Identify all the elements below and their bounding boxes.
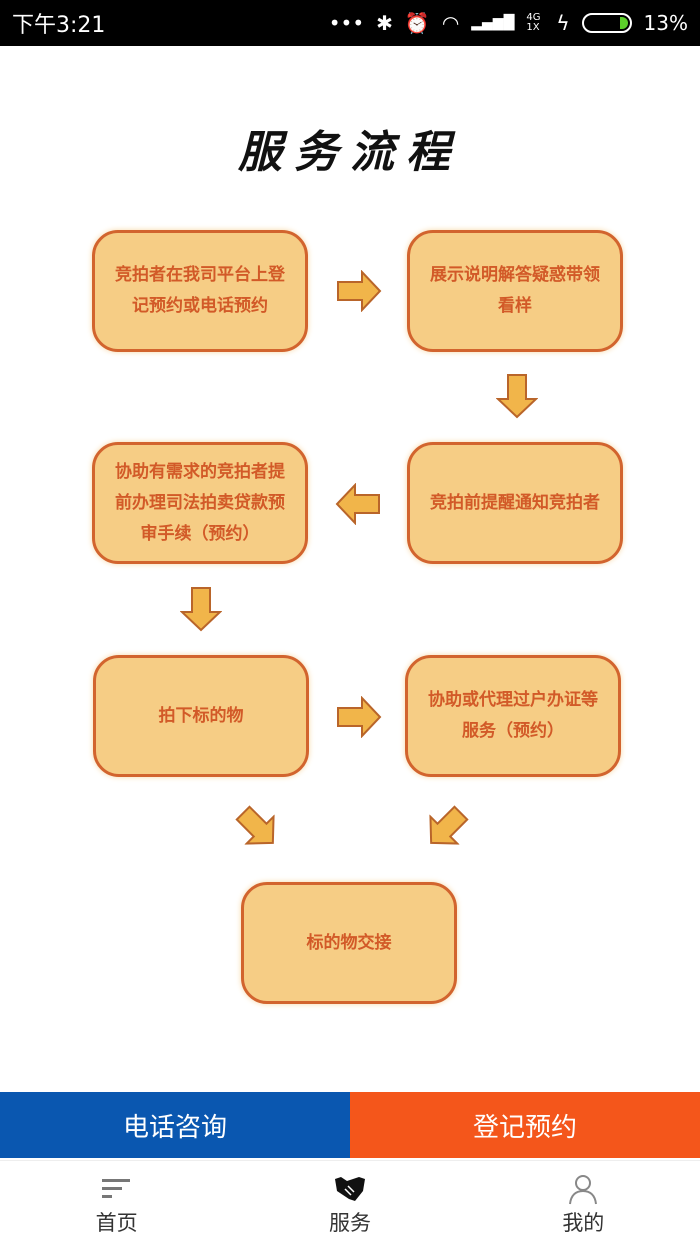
status-time: 下午3:21 bbox=[12, 13, 106, 38]
step-7: 标的物交接 bbox=[241, 882, 457, 1004]
step-5: 拍下标的物 bbox=[93, 655, 309, 777]
nav-home[interactable]: 首页 bbox=[0, 1161, 233, 1244]
arrow-down-right-icon bbox=[235, 805, 275, 845]
battery-icon bbox=[581, 13, 632, 33]
network-type: 4G 1X bbox=[526, 12, 541, 33]
arrow-down-left-icon bbox=[429, 805, 469, 845]
nav-mine[interactable]: 我的 bbox=[467, 1161, 700, 1244]
battery-level: 13% bbox=[643, 11, 688, 35]
arrow-left-icon bbox=[335, 483, 380, 525]
step-2: 展示说明解答疑惑带领看样 bbox=[407, 230, 623, 352]
arrow-right-icon bbox=[337, 270, 382, 312]
alarm-icon: ⏰ bbox=[404, 11, 430, 35]
menu-icon bbox=[101, 1179, 130, 1198]
signal-icon: ▂▄▆█ bbox=[471, 15, 515, 31]
bluetooth-icon: ✱ bbox=[376, 11, 393, 35]
charging-icon: ϟ bbox=[556, 11, 570, 35]
step-3: 竞拍前提醒通知竞拍者 bbox=[407, 442, 623, 564]
status-bar: 下午3:21 ••• ✱ ⏰ ◠ ▂▄▆█ 4G 1X ϟ 13% bbox=[0, 0, 700, 46]
arrow-right-icon bbox=[337, 696, 382, 738]
arrow-down-icon bbox=[496, 374, 538, 419]
nav-home-label: 首页 bbox=[95, 1211, 138, 1235]
more-icon: ••• bbox=[328, 11, 365, 35]
nav-service[interactable]: 服务 bbox=[233, 1161, 466, 1244]
step-1: 竞拍者在我司平台上登记预约或电话预约 bbox=[92, 230, 308, 352]
handshake-icon bbox=[334, 1177, 365, 1201]
page-title: 服务流程 bbox=[238, 127, 462, 178]
step-4: 协助有需求的竞拍者提前办理司法拍卖贷款预审手续（预约） bbox=[92, 442, 308, 564]
nav-mine-label: 我的 bbox=[562, 1211, 605, 1235]
phone-consult-button[interactable]: 电话咨询 bbox=[0, 1092, 350, 1158]
user-icon bbox=[569, 1175, 598, 1205]
nav-service-label: 服务 bbox=[328, 1211, 371, 1235]
step-6: 协助或代理过户办证等服务（预约） bbox=[405, 655, 621, 777]
bottom-nav: 首页 服务 我的 bbox=[0, 1160, 700, 1244]
arrow-down-icon bbox=[180, 587, 222, 632]
register-appointment-button[interactable]: 登记预约 bbox=[350, 1092, 700, 1158]
wifi-icon: ◠ bbox=[441, 11, 460, 35]
